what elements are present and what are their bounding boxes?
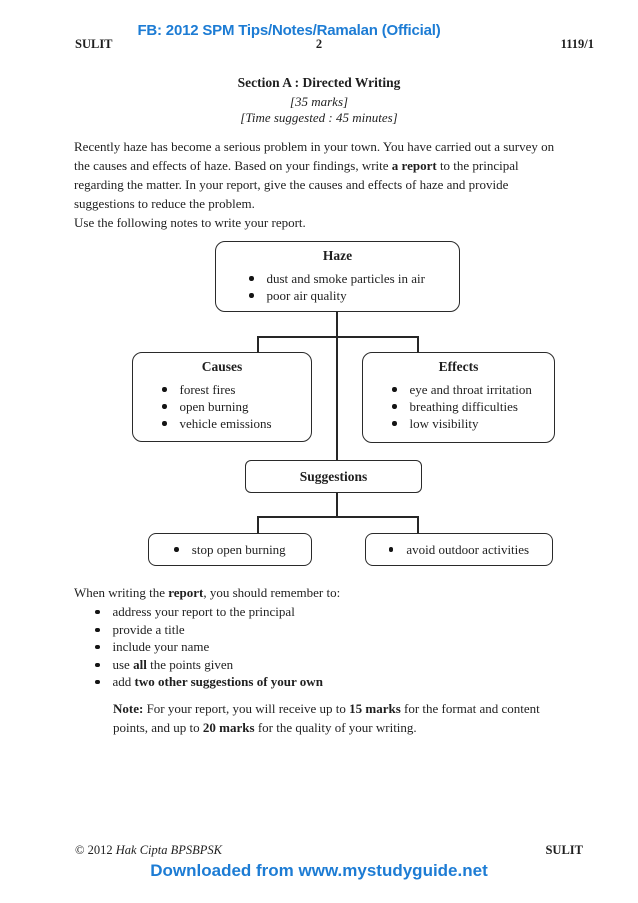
footer-sulit: SULIT [545,843,583,857]
section-marks: [35 marks] [289,94,349,109]
suggestion-stop-box: stop open burning [148,533,312,566]
prompt-line-5: Use the following notes to write your re… [74,215,306,230]
instruction-bullet: add two other suggestions of your own [95,674,323,690]
suggestion-avoid-box: avoid outdoor activities [365,533,553,566]
bullet-icon [392,404,397,409]
effects-title: Effects [438,359,479,374]
connector-drop-avoid [417,516,419,534]
connector-drop-causes [257,336,259,353]
causes-item: open burning [162,398,311,415]
bullet-icon [95,679,100,685]
prompt-line-2: the causes and effects of haze. Based on… [74,158,519,173]
footer-copyright: © 2012 Hak Cipta BPSBPSK [75,843,222,857]
suggestions-box: Suggestions [245,460,422,493]
connector-branch-bottom [257,516,419,518]
suggestions-title: Suggestions [299,468,368,484]
instruction-bullet: use all the points given [95,657,233,673]
causes-item: forest fires [162,381,311,398]
note-text-line-2: points, and up to 20 marks for the quali… [113,720,417,735]
fb-banner-link[interactable]: FB: 2012 SPM Tips/Notes/Ramalan (Officia… [137,22,441,39]
bullet-icon [249,293,254,298]
causes-item: vehicle emissions [162,415,311,432]
bullet-icon [392,387,397,392]
instruction-bullet: include your name [95,639,209,655]
instruction-bullet: address your report to the principal [95,604,295,620]
bullet-icon [95,627,100,633]
section-time: [Time suggested : 45 minutes] [240,110,398,125]
instructions-intro: When writing the report, you should reme… [74,585,341,600]
effects-item: low visibility [392,415,554,432]
haze-item: poor air quality [249,287,459,304]
bullet-icon [162,404,167,409]
bullet-icon [95,644,100,650]
prompt-line-3: regarding the matter. In your report, gi… [74,177,509,192]
bullet-icon [388,547,394,552]
effects-item: breathing difficulties [392,398,554,415]
haze-item: dust and smoke particles in air [249,270,459,287]
bullet-icon [392,421,397,426]
bullet-icon [95,609,100,615]
bullet-icon [162,387,167,392]
effects-box: Effects eye and throat irritation breath… [362,352,555,443]
suggestion-item: avoid outdoor activities [366,534,552,565]
section-title: Section A : Directed Writing [237,75,401,90]
connector-branch-top [257,336,419,338]
header-paper-code: 1119/1 [560,37,594,51]
bullet-icon [249,276,254,281]
instruction-bullet: provide a title [95,622,185,638]
bullet-icon [162,421,167,426]
connector-drop-stop [257,516,259,534]
causes-box: Causes forest fires open burning vehicle… [132,352,312,442]
connector-haze-vertical [336,312,338,460]
bullet-icon [174,547,179,552]
note-text-line-1: Note: For your report, you will receive … [113,701,540,716]
haze-box: Haze dust and smoke particles in air poo… [215,241,460,312]
header-sulit: SULIT [75,37,113,51]
haze-title: Haze [322,248,353,263]
suggestion-item: stop open burning [149,534,311,565]
connector-drop-effects [417,336,419,353]
effects-item: eye and throat irritation [392,381,554,398]
prompt-line-4: suggestions to reduce the problem. [74,196,255,211]
download-banner-link[interactable]: Downloaded from www.mystudyguide.net [150,861,488,880]
header-page-number: 2 [315,37,323,51]
prompt-line-1: Recently haze has become a serious probl… [74,139,555,154]
connector-suggestions-vertical [336,493,338,517]
bullet-icon [95,662,100,668]
causes-title: Causes [201,359,243,374]
